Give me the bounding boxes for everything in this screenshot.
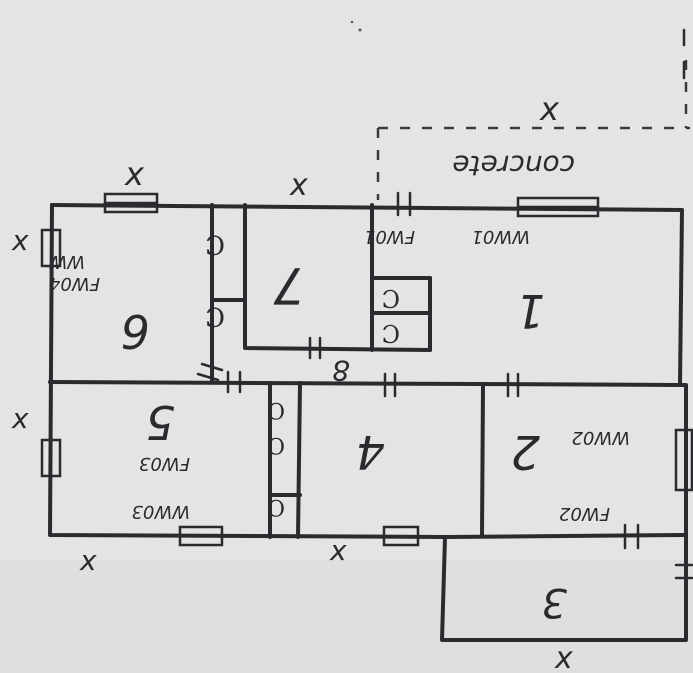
room-label-5: 5: [146, 395, 175, 449]
ww01-label: WW01: [472, 226, 531, 247]
window-ww03: [178, 525, 224, 547]
window-ww04: [40, 228, 62, 268]
closet-label-4-b: C: [268, 432, 285, 457]
closet-label-4-c: C: [268, 494, 285, 519]
concrete-label: concrete: [452, 149, 575, 182]
x-mark-top-left: x: [124, 155, 145, 193]
room-label-3: 3: [542, 579, 567, 625]
x-mark-bottom-right: x: [554, 641, 573, 673]
x-marks: x x x x x x x x: [11, 90, 573, 673]
closet-label-4-a: C: [268, 397, 285, 422]
fw03-label: FW03: [139, 453, 190, 474]
ww04-label: WW: [48, 251, 85, 272]
room-label-7: 7: [273, 256, 305, 314]
door-ticks: [196, 191, 693, 580]
concrete-dashed-outline: [376, 60, 690, 200]
windows: [40, 192, 693, 547]
room-label-6: 6: [121, 304, 150, 358]
window-left-5: [40, 438, 62, 478]
window-bottom-4: [382, 525, 420, 547]
closet-label-lower: C: [205, 301, 225, 331]
annotations: concrete FW01 WW01 WW02 FW02 WW03 FW03 F…: [48, 149, 630, 524]
x-mark-bottom-left: x: [79, 544, 97, 577]
paper-shadow: [0, 560, 693, 673]
x-mark-top-right: x: [539, 90, 560, 128]
x-mark-left-lower: x: [11, 402, 29, 435]
room-label-8: 8: [332, 354, 350, 387]
ww02-label: WW02: [572, 427, 631, 448]
x-mark-top-middle: x: [289, 168, 308, 203]
interior-walls: [48, 203, 682, 539]
ww03-label: WW03: [132, 501, 191, 522]
closet-label-upper: C: [205, 229, 225, 259]
closet-label-right-bottom: C: [382, 319, 400, 347]
fw01-label: FW01: [364, 226, 415, 247]
x-mark-left-upper: x: [11, 224, 29, 257]
room-label-1: 1: [516, 284, 545, 338]
closet-label-right-top: C: [382, 284, 400, 312]
room-label-4: 4: [356, 425, 385, 479]
fw02-label: FW02: [559, 503, 610, 524]
room-labels: 1 2 3 4 5 6 7 8: [121, 256, 567, 625]
fw04-label: FW04: [49, 273, 100, 294]
room-label-2: 2: [511, 425, 540, 479]
closets: C C C C C C C: [205, 229, 400, 519]
margin-marks: [350, 20, 686, 80]
window-ww02: [674, 428, 693, 492]
x-mark-bottom-middle: x: [329, 534, 347, 567]
